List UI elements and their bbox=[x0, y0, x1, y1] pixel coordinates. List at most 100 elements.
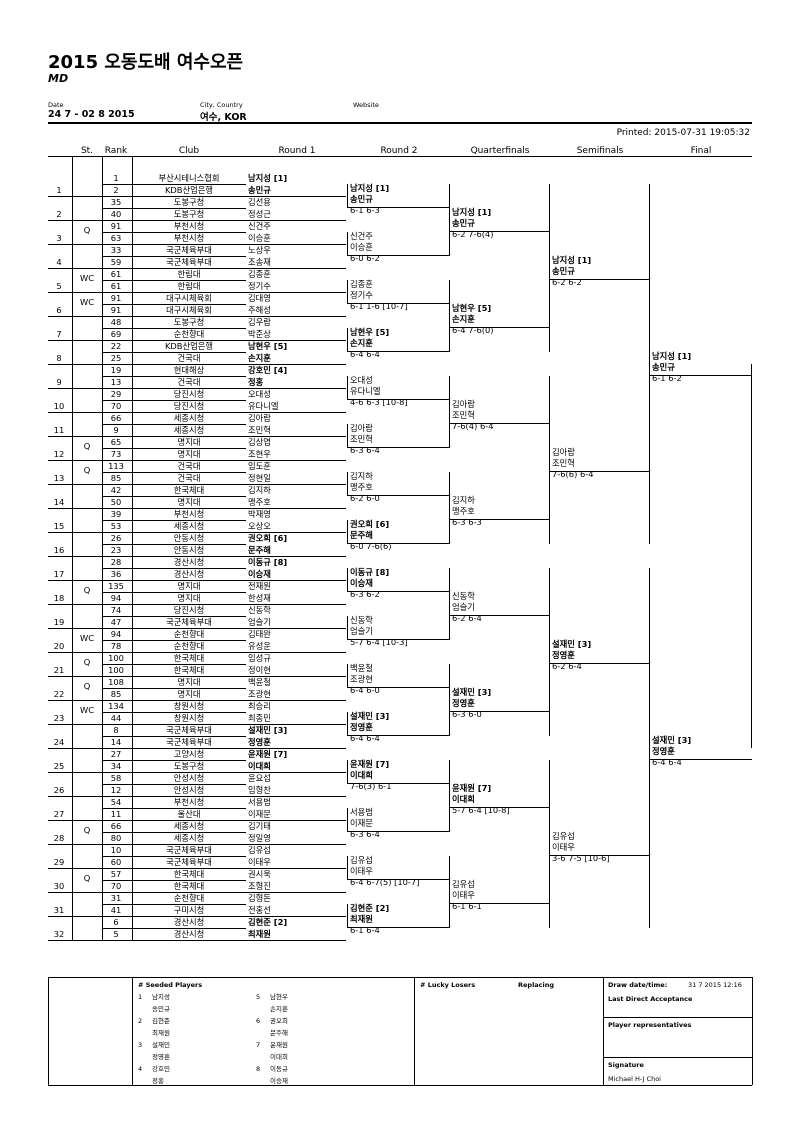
player-rank: 28 bbox=[110, 557, 122, 567]
player-rank: 47 bbox=[110, 617, 122, 627]
player-club: 안성시청 bbox=[173, 785, 205, 795]
draw-position: 17 bbox=[53, 569, 65, 579]
team-player-name: 송민규 bbox=[248, 185, 271, 195]
winner-name: 서용범 bbox=[350, 807, 373, 817]
winner-line bbox=[348, 687, 450, 688]
seed-number: 7 bbox=[256, 1041, 261, 1049]
winner-line bbox=[348, 783, 450, 784]
player-rank: 2 bbox=[113, 185, 119, 195]
team-player-name: 남현우 [5] bbox=[248, 341, 288, 351]
player-club: 도봉구청 bbox=[173, 761, 205, 771]
footer-line bbox=[414, 977, 415, 1085]
player-club: 건국대 bbox=[177, 377, 201, 387]
team-player-name: 조광현 bbox=[248, 689, 271, 699]
player-club: 구미시청 bbox=[173, 905, 205, 915]
seed-number: 3 bbox=[138, 1041, 143, 1049]
bracket-connector bbox=[449, 664, 450, 736]
draw-position: 5 bbox=[56, 281, 62, 291]
player-rank: 91 bbox=[110, 305, 122, 315]
winner-name: 김유섭 bbox=[350, 855, 373, 865]
winner-name: 조민혁 bbox=[452, 410, 475, 420]
bracket-connector bbox=[347, 520, 348, 544]
player-rank: 1 bbox=[113, 173, 119, 183]
match-score: 6-4 6-7(5) [10-7] bbox=[350, 877, 420, 887]
row-divider bbox=[102, 303, 246, 305]
column-divider bbox=[102, 156, 103, 940]
team-player-name: 백윤철 bbox=[248, 677, 271, 687]
winner-line bbox=[348, 255, 450, 256]
header-bottom-rule bbox=[48, 156, 652, 157]
team-player-name: 조민혁 bbox=[248, 425, 271, 435]
player-rank: 58 bbox=[110, 773, 122, 783]
winner-name: 남지성 [1] bbox=[452, 207, 492, 217]
winner-name: 이승훈 bbox=[350, 242, 373, 252]
player-club: 순천향대 bbox=[173, 329, 205, 339]
team-player-name: 김지하 bbox=[248, 485, 271, 495]
bracket-connector bbox=[449, 856, 450, 928]
row-divider bbox=[102, 807, 246, 809]
draw-position: 23 bbox=[53, 713, 65, 723]
player-club: 대구시체육회 bbox=[166, 305, 212, 315]
player-club: 명지대 bbox=[177, 497, 201, 507]
winner-line bbox=[348, 207, 450, 208]
winner-name: 김현준 [2] bbox=[350, 903, 390, 913]
winner-name: 김아람 bbox=[350, 423, 373, 433]
winner-line bbox=[450, 231, 550, 232]
draw-date-label: Draw date/time: bbox=[608, 981, 668, 989]
row-divider bbox=[102, 423, 246, 425]
player-rank: 25 bbox=[110, 353, 122, 363]
replacing-title: Replacing bbox=[518, 981, 555, 989]
row-divider bbox=[102, 879, 246, 881]
signature-label: Signature bbox=[608, 1061, 644, 1069]
seeded-players-title: # Seeded Players bbox=[138, 981, 203, 989]
winner-name: 신동학 bbox=[350, 615, 373, 625]
team-player-name: 임성규 bbox=[248, 653, 271, 663]
seed-number: 1 bbox=[138, 993, 143, 1001]
draw-position: 9 bbox=[56, 377, 62, 387]
winner-name: 남현우 [5] bbox=[350, 327, 390, 337]
player-rank: 85 bbox=[110, 689, 122, 699]
footer-line bbox=[48, 977, 752, 978]
winner-line bbox=[450, 327, 550, 328]
team-player-name: 조송재 bbox=[248, 257, 271, 267]
seed-player: 설재민 bbox=[152, 1041, 170, 1049]
bracket-connector bbox=[549, 568, 550, 736]
row-divider bbox=[102, 663, 246, 665]
seed-player: 윤재원 bbox=[270, 1041, 288, 1049]
row-divider bbox=[102, 543, 246, 545]
winner-name: 정영훈 bbox=[552, 650, 575, 660]
draw-position: 7 bbox=[56, 329, 62, 339]
team-player-name: 김대영 bbox=[248, 293, 271, 303]
team-player-name: 설재민 [3] bbox=[248, 725, 288, 735]
team-player-name: 윤재원 [7] bbox=[248, 749, 288, 759]
player-rank: 33 bbox=[110, 245, 122, 255]
player-rank: 61 bbox=[110, 281, 122, 291]
player-rank: 100 bbox=[108, 665, 124, 675]
team-divider bbox=[48, 723, 346, 725]
player-club: 세종시청 bbox=[173, 833, 205, 843]
team-player-name: 맹주호 bbox=[248, 497, 271, 507]
row-divider bbox=[102, 711, 246, 713]
team-divider bbox=[48, 363, 346, 365]
player-club: 경산시청 bbox=[173, 557, 205, 567]
entry-status: Q bbox=[83, 825, 91, 835]
bracket-connector bbox=[449, 184, 450, 256]
row-divider bbox=[102, 471, 246, 473]
entry-status: Q bbox=[83, 465, 91, 475]
winner-name: 정기수 bbox=[350, 290, 373, 300]
row-divider bbox=[102, 351, 246, 353]
player-rank: 36 bbox=[110, 569, 122, 579]
row-divider bbox=[102, 255, 246, 257]
player-club: 세종시청 bbox=[173, 521, 205, 531]
team-player-name: 이태우 bbox=[248, 857, 271, 867]
team-player-name: 최종민 bbox=[248, 713, 271, 723]
team-player-name: 김유섭 bbox=[248, 845, 271, 855]
player-rank: 29 bbox=[110, 389, 122, 399]
winner-name: 유다니엘 bbox=[350, 386, 381, 396]
player-club: 부천시청 bbox=[173, 221, 205, 231]
bracket-connector bbox=[449, 280, 450, 352]
bracket-connector bbox=[347, 712, 348, 736]
match-score: 3-6 7-5 [10-6] bbox=[552, 853, 610, 863]
draw-position: 18 bbox=[53, 593, 65, 603]
winner-name: 이재문 bbox=[350, 818, 373, 828]
